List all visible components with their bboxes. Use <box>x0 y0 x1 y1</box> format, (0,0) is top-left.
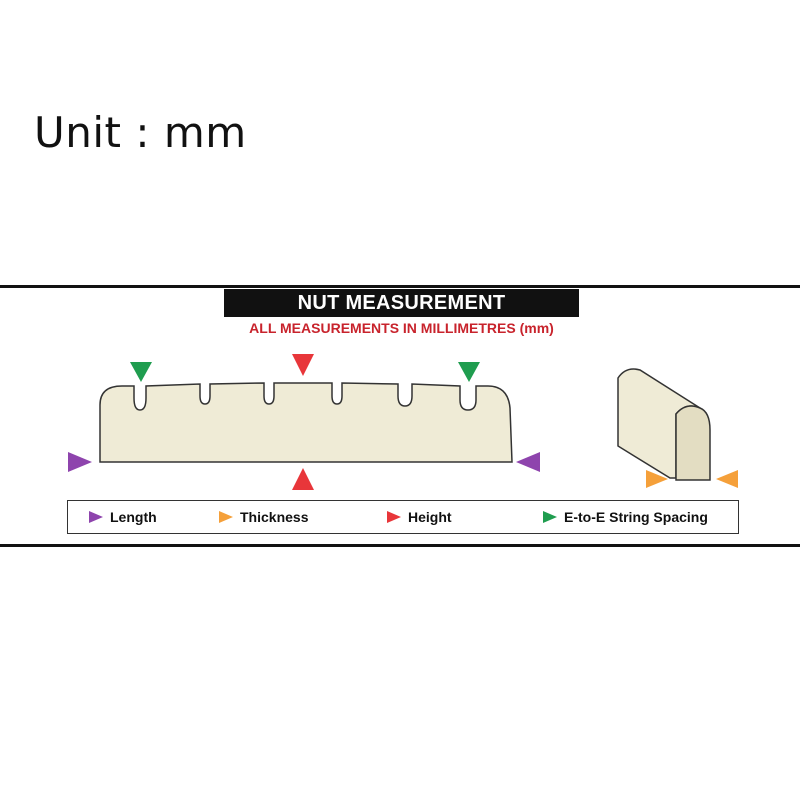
nut-side-view <box>617 368 711 481</box>
banner-title: NUT MEASUREMENT <box>224 289 579 317</box>
triangle-right-icon <box>387 511 401 523</box>
legend: Length Thickness Height E-to-E String Sp… <box>67 500 739 534</box>
legend-label-spacing: E-to-E String Spacing <box>564 509 708 525</box>
spacing-marker-right <box>458 362 480 382</box>
legend-label-height: Height <box>408 509 452 525</box>
legend-item-thickness: Thickness <box>218 509 308 525</box>
triangle-right-icon <box>89 511 103 523</box>
banner-subtitle: ALL MEASUREMENTS IN MILLIMETRES (mm) <box>249 320 554 336</box>
thickness-marker-left <box>646 470 668 488</box>
legend-item-length: Length <box>88 509 157 525</box>
nut-front-view <box>99 382 513 463</box>
legend-item-height: Height <box>386 509 452 525</box>
legend-item-spacing: E-to-E String Spacing <box>542 509 708 525</box>
spacing-marker-left <box>130 362 152 382</box>
height-marker-top <box>292 354 314 376</box>
legend-label-thickness: Thickness <box>240 509 309 525</box>
length-marker-right <box>516 452 540 472</box>
bottom-divider <box>0 544 800 547</box>
unit-label: Unit : mm <box>34 108 247 157</box>
thickness-marker-right <box>716 470 738 488</box>
length-marker-left <box>68 452 92 472</box>
legend-label-length: Length <box>110 509 157 525</box>
triangle-right-icon <box>543 511 557 523</box>
triangle-right-icon <box>219 511 233 523</box>
height-marker-bottom <box>292 468 314 490</box>
top-divider <box>0 285 800 288</box>
